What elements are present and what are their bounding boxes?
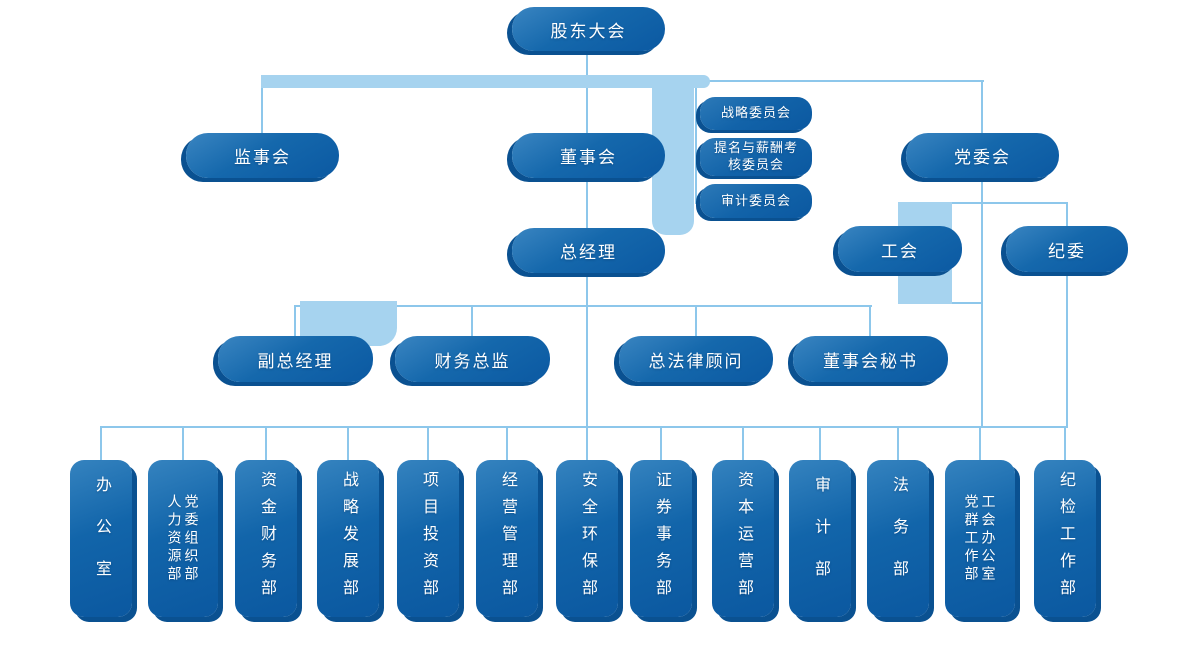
org-node-party-committee: 党委会: [906, 133, 1059, 178]
org-node-board-secretary: 董事会秘书: [793, 336, 948, 382]
connector-line: [586, 177, 588, 229]
org-node-dept-audit-department: 审计部: [789, 460, 851, 617]
dept-label-column: 经营管理部: [499, 471, 516, 606]
org-node-supervisory-board: 监事会: [186, 133, 339, 178]
org-node-dept-project-investment: 项目投资部: [397, 460, 459, 617]
dept-label-column: 审计部: [812, 475, 829, 602]
connector-line: [294, 305, 872, 307]
connector-line: [294, 306, 296, 337]
highlight-band: [261, 75, 710, 88]
connector-line: [586, 272, 588, 428]
org-node-dept-office: 办公室: [70, 460, 132, 617]
org-node-dept-operation-management: 经营管理部: [476, 460, 538, 617]
org-node-discipline-commission: 纪委: [1006, 226, 1128, 272]
connector-line: [586, 50, 588, 82]
dept-label-column: 资金财务部: [258, 471, 275, 606]
dept-label-column: 人力资源部: [166, 493, 183, 584]
org-node-general-manager: 总经理: [512, 228, 665, 273]
connector-line: [261, 80, 263, 134]
org-node-deputy-general-manager: 副总经理: [218, 336, 373, 382]
dept-label-column: 战略发展部: [340, 471, 357, 606]
connector-line: [869, 306, 871, 337]
connector-line: [695, 80, 697, 204]
connector-line: [981, 177, 983, 428]
org-node-dept-securities-affairs: 证券事务部: [630, 460, 692, 617]
dept-label-column: 安全环保部: [579, 471, 596, 606]
connector-line: [979, 427, 981, 461]
connector-line: [471, 306, 473, 337]
connector-line: [100, 427, 102, 461]
dept-label-column: 党委组织部: [183, 493, 200, 584]
connector-line: [660, 427, 662, 461]
connector-line: [586, 80, 588, 134]
connector-line: [897, 427, 899, 461]
org-node-dept-funds-finance: 资金财务部: [235, 460, 297, 617]
dept-label-column: 办公室: [93, 475, 110, 602]
org-node-board-of-directors: 董事会: [512, 133, 665, 178]
connector-line: [1066, 203, 1068, 227]
connector-line: [1064, 427, 1066, 461]
dept-label-column: 纪检工作部: [1057, 471, 1074, 606]
org-node-dept-discipline-inspection: 纪检工作部: [1034, 460, 1096, 617]
org-node-strategy-committee: 战略委员会: [700, 97, 812, 130]
connector-line: [265, 427, 267, 461]
org-node-dept-legal-affairs: 法务部: [867, 460, 929, 617]
connector-line: [182, 427, 184, 461]
connector-line: [981, 80, 983, 134]
connector-line: [427, 427, 429, 461]
org-node-audit-committee: 审计委员会: [700, 184, 812, 218]
dept-label-column: 法务部: [890, 475, 907, 602]
connector-line: [506, 427, 508, 461]
connector-line: [742, 427, 744, 461]
org-node-nomination-remuneration-committee: 提名与薪酬考核委员会: [700, 138, 812, 176]
dept-label-column: 工会办公室: [980, 493, 997, 584]
connector-line: [1066, 271, 1068, 428]
dept-label-column: 党群工作部: [963, 493, 980, 584]
org-node-finance-director: 财务总监: [395, 336, 550, 382]
org-node-dept-strategy-development: 战略发展部: [317, 460, 379, 617]
org-node-shareholders-meeting: 股东大会: [512, 7, 665, 51]
connector-line: [695, 306, 697, 337]
org-node-labor-union: 工会: [838, 226, 962, 272]
connector-line: [899, 202, 1068, 204]
connector-line: [347, 427, 349, 461]
dept-label-column: 资本运营部: [735, 471, 752, 606]
dept-label-column: 项目投资部: [420, 471, 437, 606]
org-node-dept-party-organization-hr: 党委组织部人力资源部: [148, 460, 218, 617]
connector-line: [100, 426, 1068, 428]
org-node-chief-legal-counsel: 总法律顾问: [619, 336, 773, 382]
org-node-dept-safety-environment: 安全环保部: [556, 460, 618, 617]
connector-line: [951, 302, 982, 304]
org-node-dept-capital-operation: 资本运营部: [712, 460, 774, 617]
connector-line: [586, 427, 588, 461]
dept-label-column: 证券事务部: [653, 471, 670, 606]
org-node-dept-union-office-party-mass: 工会办公室党群工作部: [945, 460, 1015, 617]
connector-line: [819, 427, 821, 461]
